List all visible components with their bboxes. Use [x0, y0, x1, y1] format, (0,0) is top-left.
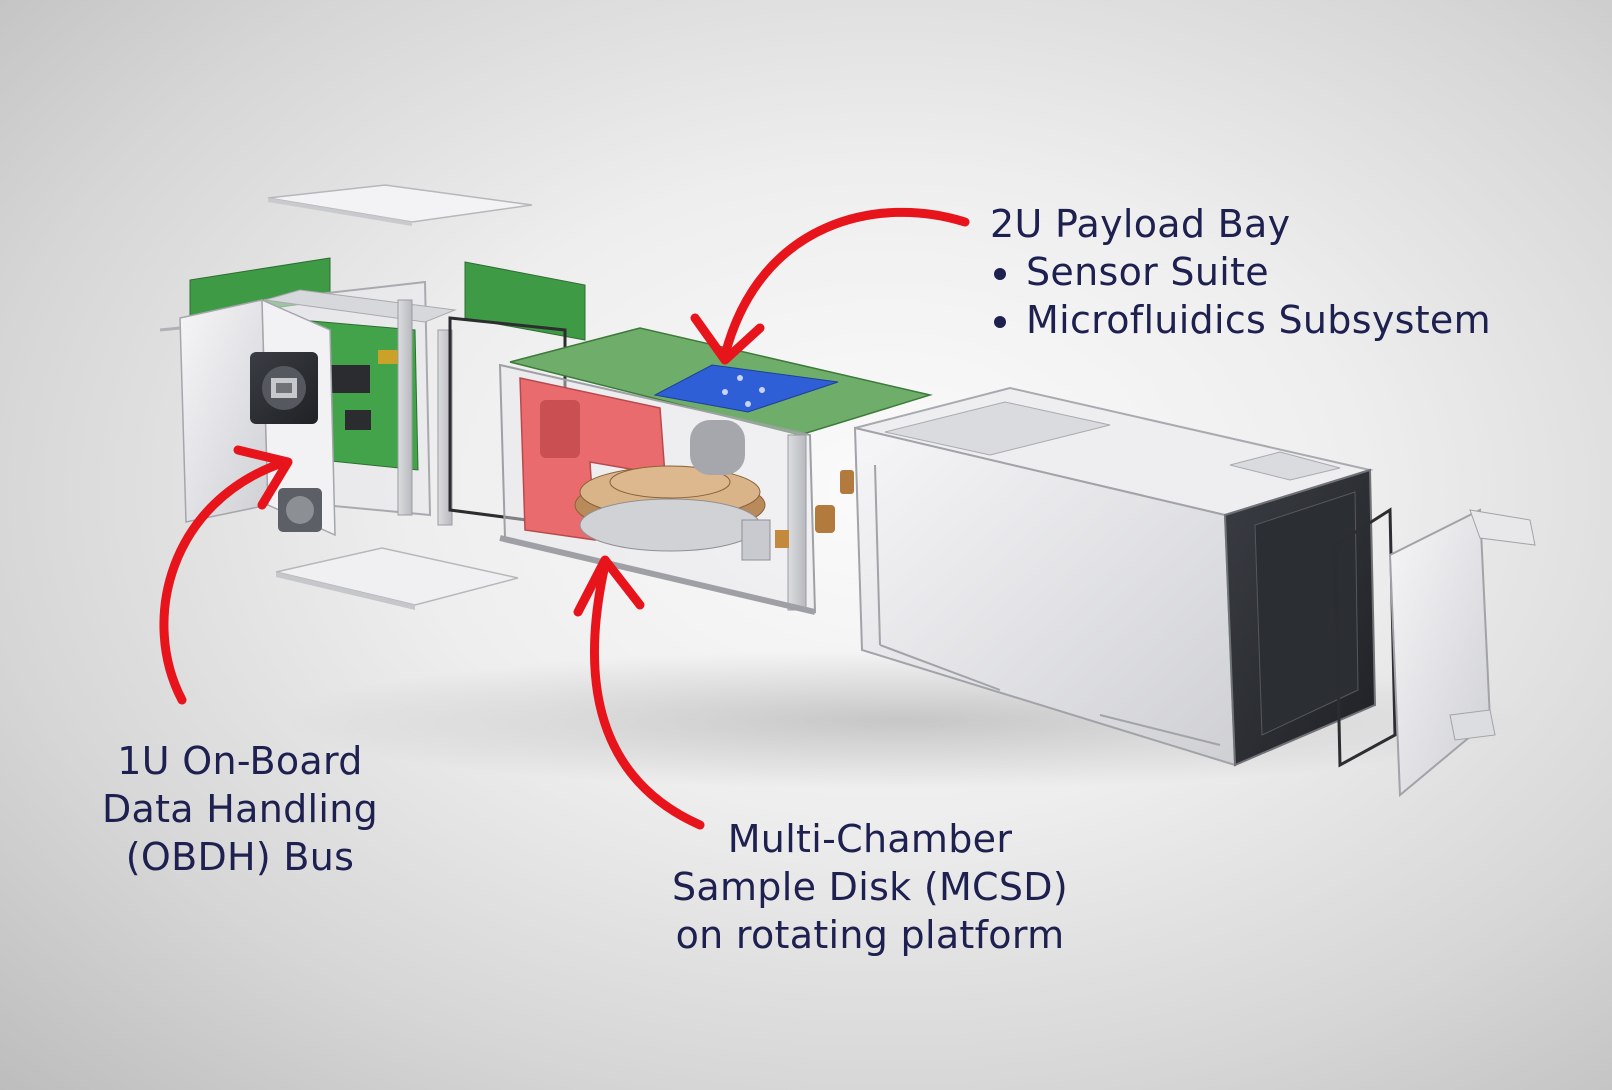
obdh-module	[159, 184, 586, 610]
arrow-obdh	[159, 457, 290, 705]
payload-bay-label: 2U Payload Bay Sensor Suite Microfluidic…	[990, 200, 1491, 344]
mcsd-label: Multi-Chamber Sample Disk (MCSD) on rota…	[640, 815, 1100, 959]
sample-disk	[574, 465, 766, 552]
arrow-mcsd	[590, 560, 705, 830]
bullet-sensor-suite: Sensor Suite	[990, 248, 1491, 296]
obdh-line-2: Data Handling	[101, 787, 379, 831]
arrow-payload	[720, 207, 970, 360]
outer-structure	[853, 386, 1536, 798]
mcsd-line-2: Sample Disk (MCSD)	[671, 865, 1068, 909]
red-arrow-icon	[159, 207, 970, 830]
ethernet-port-icon	[250, 352, 318, 424]
mcsd-line-1: Multi-Chamber	[727, 817, 1013, 861]
bottom-panel	[275, 547, 519, 606]
obdh-line-3: (OBDH) Bus	[125, 835, 355, 879]
coax-connector-icon	[278, 488, 322, 532]
obdh-line-1: 1U On-Board	[117, 739, 363, 783]
obdh-label: 1U On-Board Data Handling (OBDH) Bus	[70, 737, 410, 881]
payload-bay-title: 2U Payload Bay	[990, 202, 1291, 246]
end-cap-plate	[1388, 508, 1492, 798]
payload-module	[498, 327, 933, 615]
top-panel	[267, 184, 533, 223]
mcsd-line-3: on rotating platform	[675, 913, 1065, 957]
bullet-microfluidics: Microfluidics Subsystem	[990, 296, 1491, 344]
blue-board	[653, 364, 839, 413]
